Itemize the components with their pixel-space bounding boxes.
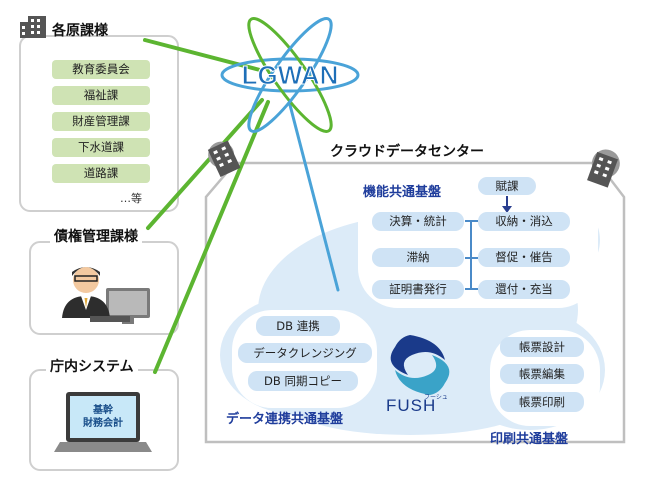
functional-title: 機能共通基盤 (363, 185, 442, 200)
data-link-title: データ連携共通基盤 (226, 412, 344, 427)
laptop-icon (54, 392, 152, 452)
fush-logo-text: FUSH (386, 396, 437, 415)
department-item[interactable]: 道路課 (52, 164, 150, 183)
print-output[interactable]: 帳票印刷 (500, 392, 584, 412)
claims-title: 債権管理課様 (50, 226, 142, 246)
office-building-icon (20, 16, 46, 38)
lgwan-logo: LGWAN (220, 17, 360, 133)
building-icon-left (207, 140, 241, 178)
department-item[interactable]: 下水道課 (52, 138, 150, 157)
internal-screen-line2: 財務会計 (83, 418, 123, 429)
service-shunou-keshikomi[interactable]: 収納・消込 (478, 212, 570, 231)
datacenter-title: クラウドデータセンター (330, 144, 484, 160)
print-design[interactable]: 帳票設計 (500, 337, 584, 357)
flow-arrow-down (502, 196, 512, 213)
service-kessan-toukei[interactable]: 決算・統計 (372, 212, 464, 231)
fush-logo-ruby: フーシュ (424, 394, 448, 401)
print-title: 印刷共通基盤 (490, 432, 569, 447)
service-tainou[interactable]: 滞納 (372, 248, 464, 267)
department-item[interactable]: 財産管理課 (52, 112, 150, 131)
functional-connectors (465, 220, 478, 290)
internal-title: 庁内システム (46, 356, 138, 376)
departments-etc: …等 (120, 192, 142, 205)
print-edit[interactable]: 帳票編集 (500, 364, 584, 384)
department-item[interactable]: 教育委員会 (52, 60, 150, 79)
internal-screen-line1: 基幹 (93, 405, 113, 416)
departments-title: 各原課様 (52, 23, 108, 39)
person-at-desk-icon (62, 267, 150, 324)
functional-panel (358, 170, 598, 308)
lgwan-text: LGWAN (242, 60, 339, 90)
service-tokusoku-saikoku[interactable]: 督促・催告 (478, 248, 570, 267)
fush-logo-mark (390, 335, 450, 395)
department-item[interactable]: 福祉課 (52, 86, 150, 105)
blue-link (288, 103, 340, 292)
data-link-db-sync[interactable]: DB 同期コピー (248, 371, 358, 391)
service-fuka[interactable]: 賦課 (478, 177, 536, 195)
service-shoumeisho[interactable]: 証明書発行 (372, 280, 464, 299)
building-icon-right (587, 149, 620, 188)
service-kanpu-juutou[interactable]: 還付・充当 (478, 280, 570, 299)
data-link-db[interactable]: DB 連携 (256, 316, 340, 336)
data-link-cleansing[interactable]: データクレンジング (238, 343, 372, 363)
